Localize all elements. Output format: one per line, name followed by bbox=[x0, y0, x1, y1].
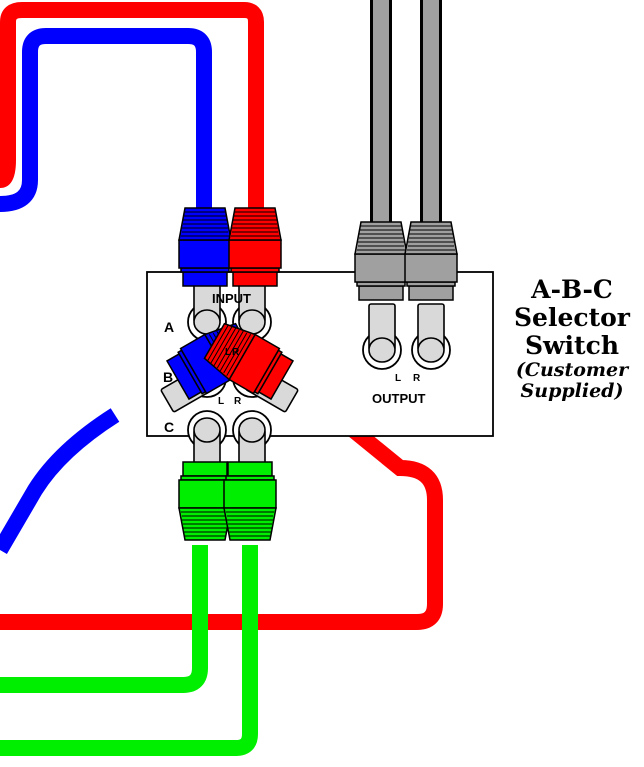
gray-output-plug-left bbox=[354, 221, 408, 301]
blue-plug-a bbox=[178, 207, 232, 287]
right-channel-label-1: R bbox=[232, 347, 240, 358]
red-input-cable-a bbox=[0, 2, 264, 210]
output-jack-left bbox=[362, 303, 402, 370]
input-header-label: INPUT bbox=[212, 291, 251, 306]
green-input-cable-c-left bbox=[0, 545, 208, 693]
row-a-label: A bbox=[164, 319, 174, 335]
output-jack-right bbox=[411, 303, 451, 370]
blue-input-cable-a bbox=[0, 28, 212, 212]
green-plug-c-left bbox=[178, 461, 232, 541]
red-input-cable-b bbox=[0, 408, 443, 630]
green-input-cable-c-right bbox=[0, 545, 258, 756]
output-left-label: L bbox=[395, 373, 401, 384]
left-channel-label-1: L bbox=[225, 347, 231, 358]
caption-line-3: Switch bbox=[524, 331, 620, 360]
caption-line-2: Selector bbox=[514, 303, 630, 332]
selector-switch-caption: A-B-C Selector Switch (Customer Supplied… bbox=[506, 276, 638, 403]
left-channel-label-2: L bbox=[218, 396, 224, 407]
caption-note-1: (Customer bbox=[515, 359, 629, 381]
red-plug-a bbox=[228, 207, 282, 287]
output-label: OUTPUT bbox=[372, 391, 426, 406]
gray-output-plug-right bbox=[404, 221, 458, 301]
caption-line-1: A-B-C bbox=[531, 275, 613, 304]
row-b-label: B bbox=[163, 369, 173, 385]
blue-input-cable-b bbox=[0, 408, 120, 555]
right-channel-label-2: R bbox=[234, 396, 242, 407]
caption-note-2: Supplied) bbox=[520, 380, 624, 403]
output-right-label: R bbox=[413, 373, 421, 384]
row-c-label: C bbox=[164, 419, 174, 435]
green-plug-c-right bbox=[223, 461, 277, 541]
